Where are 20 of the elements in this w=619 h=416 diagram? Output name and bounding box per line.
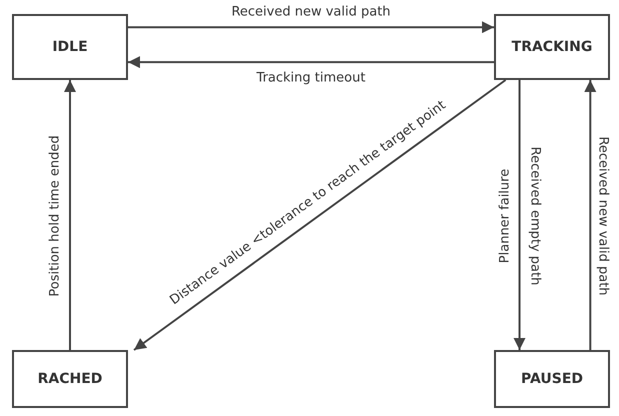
state-name: RACHED [38, 371, 102, 387]
transition-arrow [514, 80, 526, 350]
transition-label: Received empty path [528, 146, 542, 286]
state-name: TRACKING [512, 39, 592, 55]
transition-arrow [584, 80, 596, 350]
state-box [494, 350, 610, 408]
transition-arrow [128, 21, 494, 34]
state-name: IDLE [52, 39, 88, 55]
transition-arrow [64, 80, 76, 350]
edge-label: Position hold time ended [48, 135, 62, 297]
edge-label: Planner failure [498, 168, 512, 264]
state-box [12, 350, 128, 408]
edge-label: Tracking timeout [256, 70, 366, 86]
edge-label: Received new valid path [231, 4, 391, 20]
transition-arrow [133, 79, 506, 351]
transition-arrow [128, 56, 494, 68]
state-box [494, 14, 610, 80]
edge-label: Received new valid path [596, 136, 610, 296]
state-box [12, 14, 128, 80]
state-name: PAUSED [520, 371, 583, 387]
